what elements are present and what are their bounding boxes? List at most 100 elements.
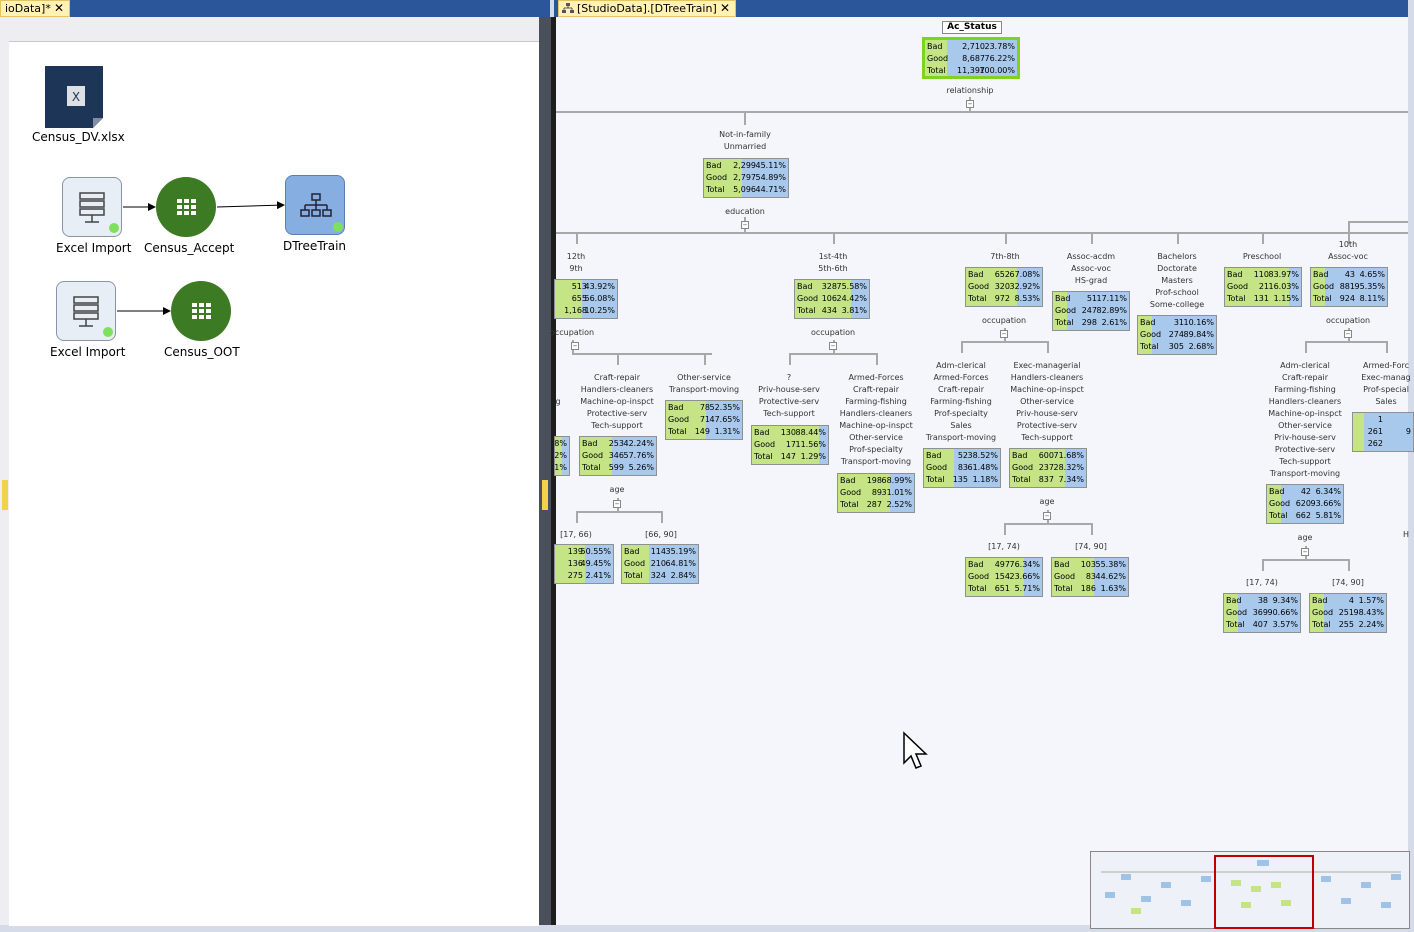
close-icon[interactable]: ✕: [719, 1, 730, 15]
tree-node-n12[interactable]: Bad51343.92%Good65556.08%Total1,16810.25…: [554, 279, 618, 319]
row-percent: 2.41%: [585, 571, 611, 580]
tree-minimap[interactable]: [1090, 851, 1410, 929]
row-label: Good: [668, 415, 690, 424]
bad-share-fill: [555, 280, 583, 318]
row-label: Total: [926, 475, 945, 484]
row-label: Good: [706, 173, 728, 182]
bad-share-fill: [752, 426, 819, 464]
splitter[interactable]: [551, 17, 556, 925]
census-oot-node[interactable]: [171, 281, 231, 341]
collapse-handle-right[interactable]: [542, 480, 548, 510]
tree-node-narmed2[interactable]: Bad1Good2619Total262: [1352, 412, 1414, 452]
bad-share-fill: [925, 40, 948, 76]
flow-toolbar: [0, 17, 550, 41]
excel-import-node[interactable]: [62, 177, 122, 237]
split-label-e12: 12th 9th: [566, 252, 586, 273]
import-icon: [73, 296, 99, 327]
connector: [1004, 523, 1091, 525]
row-percent: 32.92%: [1009, 282, 1040, 291]
connector: [876, 353, 878, 365]
tab-dtreetrain[interactable]: [StudioData].[DTreeTrain] ✕: [558, 0, 736, 17]
bad-share-fill: [666, 401, 706, 439]
collapse-icon[interactable]: −: [829, 342, 837, 350]
row-count: 139: [567, 547, 583, 556]
excel-import-label: Excel Import: [56, 241, 132, 255]
row-label: Total: [1313, 294, 1332, 303]
left-panel-edge: [539, 17, 551, 925]
collapse-icon[interactable]: −: [741, 221, 749, 229]
tree-node-na1766[interactable]: Bad13950.55%Good13649.45%Total2752.41%: [554, 544, 614, 584]
connector: [1386, 341, 1388, 353]
row-label: Total: [1227, 294, 1246, 303]
flow-canvas[interactable]: X Census_DV.xlsx Excel Import Census_Acc…: [9, 41, 539, 926]
collapse-icon[interactable]: −: [571, 342, 579, 350]
row-count: 136: [567, 559, 583, 568]
row-count: 51: [1086, 294, 1097, 303]
bad-share-fill: [966, 268, 1017, 306]
bad-share-fill: [1225, 268, 1289, 306]
census-accept-node[interactable]: [156, 177, 216, 237]
collapse-icon[interactable]: −: [1301, 548, 1309, 556]
row-percent: 3.81%: [841, 306, 867, 315]
row-count: 620: [1295, 499, 1311, 508]
connector: [1348, 232, 1350, 244]
row-percent: 9.34%: [1272, 596, 1298, 605]
connector: [1305, 341, 1386, 343]
collapse-icon[interactable]: −: [966, 100, 974, 108]
row-percent: 2.68%: [1188, 342, 1214, 351]
row-count: 5,096: [733, 185, 756, 194]
row-count: 8,687: [962, 54, 985, 63]
row-count: 237: [1038, 463, 1054, 472]
row-percent: 89.84%: [1183, 330, 1214, 339]
collapse-icon[interactable]: −: [1043, 512, 1051, 520]
tab-studio-data[interactable]: ioData]* ✕: [0, 0, 70, 17]
row-count: 662: [1295, 511, 1311, 520]
row-percent: 61.48%: [967, 463, 998, 472]
collapse-icon[interactable]: −: [613, 500, 621, 508]
row-label: Bad: [840, 476, 856, 485]
excel-import-node-2[interactable]: [56, 281, 116, 341]
row-count: 154: [994, 572, 1010, 581]
row-count: 110: [1253, 270, 1269, 279]
excel-file-node[interactable]: X: [45, 66, 107, 128]
collapse-handle-left[interactable]: [2, 480, 8, 510]
row-percent: 5.26%: [628, 463, 654, 472]
excel-file-icon: X: [45, 66, 103, 128]
row-label: Bad: [797, 282, 813, 291]
collapse-icon[interactable]: −: [1000, 330, 1008, 338]
collapse-icon[interactable]: −: [1344, 330, 1352, 338]
row-count: 17: [785, 440, 796, 449]
connector: [576, 511, 661, 513]
close-icon[interactable]: ✕: [53, 1, 64, 15]
dtreetrain-node[interactable]: [285, 175, 345, 235]
split-label-o_craft: Craft-repair Handlers-cleaners Machine-o…: [580, 373, 654, 430]
